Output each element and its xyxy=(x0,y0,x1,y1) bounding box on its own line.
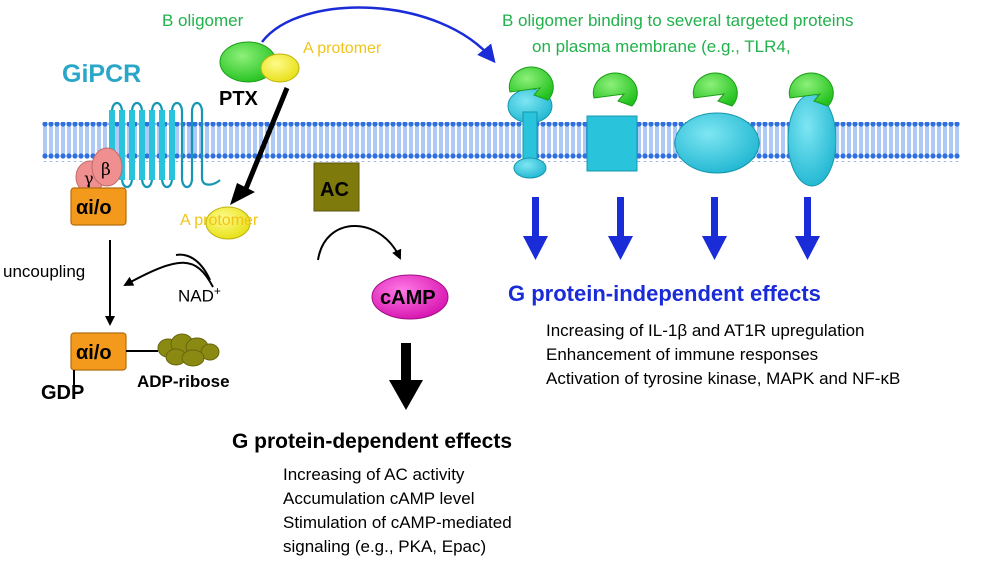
target-protein-4 xyxy=(787,72,837,187)
gamma-label: γ xyxy=(84,169,94,188)
adp-ribose-blob xyxy=(157,333,220,367)
camp-molecule xyxy=(371,274,449,320)
beta-label: β xyxy=(101,160,111,180)
dependent-item-3: Stimulation of cAMP-mediated xyxy=(283,513,512,532)
dependent-arrow-head xyxy=(389,380,423,410)
b-oligomer-binding-arrow xyxy=(261,6,496,64)
alpha-io-label-top: αi/o xyxy=(76,197,112,219)
nad-feed-curve xyxy=(175,253,211,281)
independent-item-3: Activation of tyrosine kinase, MAPK and … xyxy=(546,369,901,388)
dependent-item-4: signaling (e.g., PKA, Epac) xyxy=(283,537,487,556)
nad-plus-sup: + xyxy=(213,284,221,298)
independent-arrows xyxy=(523,197,820,260)
b-oligomer-label: B oligomer xyxy=(162,11,244,30)
adp-ribose-label: ADP-ribose xyxy=(137,372,230,391)
camp-label: cAMP xyxy=(380,287,436,309)
target-protein-3 xyxy=(674,72,760,174)
nad-label: NAD+ xyxy=(178,284,221,306)
gipcr-receptor xyxy=(109,101,221,189)
ptx-to-a-protomer-arrow xyxy=(240,87,290,198)
a-protomer-free xyxy=(205,206,251,240)
gipcr-label: GiPCR xyxy=(62,60,142,88)
target-protein-2 xyxy=(586,72,638,172)
independent-heading: G protein-independent effects xyxy=(508,281,821,306)
ptx-label: PTX xyxy=(219,88,258,110)
a-protomer-label-top: A protomer xyxy=(303,40,382,57)
alpha-io-label-bottom: αi/o xyxy=(76,342,112,364)
beta-subunit xyxy=(91,147,123,187)
ptx-a-protomer xyxy=(260,53,300,83)
dependent-item-2: Accumulation cAMP level xyxy=(283,489,475,508)
dependent-arrow-shaft xyxy=(401,343,411,383)
b-binding-line-1: B oligomer binding to several targeted p… xyxy=(502,11,854,30)
a-protomer-label-mid: A protomer xyxy=(180,212,259,229)
ac-label: AC xyxy=(320,179,349,201)
independent-item-2: Enhancement of immune responses xyxy=(546,345,819,364)
independent-item-1: Increasing of IL-1β and AT1R upregulatio… xyxy=(546,321,865,340)
dependent-item-1: Increasing of AC activity xyxy=(283,465,465,484)
adenylyl-cyclase xyxy=(313,162,360,212)
uncoupling-label: uncoupling xyxy=(3,262,86,281)
dependent-heading: G protein-dependent effects xyxy=(232,430,513,453)
alpha-io-subunit-top xyxy=(70,187,127,226)
ptx-arrow-head xyxy=(230,183,255,205)
gdp-label: GDP xyxy=(41,382,85,404)
target-protein-1 xyxy=(507,66,554,179)
ac-to-camp-arrow xyxy=(317,225,402,261)
adp-ribosylation-arrow xyxy=(123,261,214,288)
b-binding-line-2: on plasma membrane (e.g., TLR4, xyxy=(532,37,791,56)
